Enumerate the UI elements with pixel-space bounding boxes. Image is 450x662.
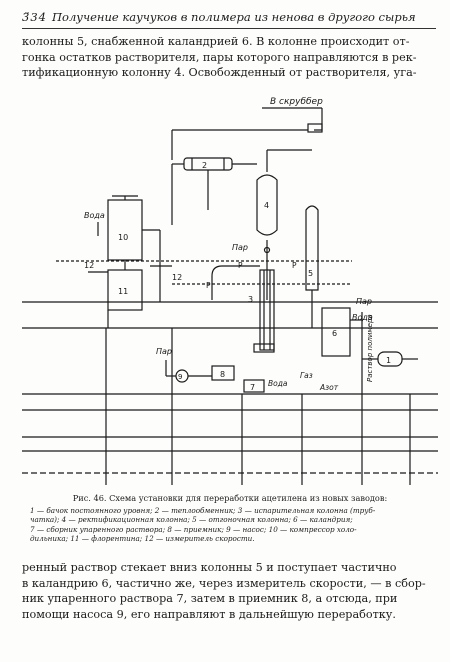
running-header: 3̈34 Получение каучуков в полимера из не… xyxy=(22,10,436,26)
calandria-6: 6 Пар Вода xyxy=(321,297,373,394)
svg-text:8: 8 xyxy=(220,370,225,379)
paragraph-top: колонны 5, снабженной каландрией 6. В ко… xyxy=(22,34,436,81)
text-line: ренный раствор стекает вниз колонны 5 и … xyxy=(22,561,397,574)
inlets-right: Вода Газ Азот Раствор полимера xyxy=(268,314,374,392)
paragraph-bottom: ренный раствор стекает вниз колонны 5 и … xyxy=(22,560,436,622)
text-line: в каландрию 6, частично же, через измери… xyxy=(22,576,426,590)
nitrogen-label: Азот xyxy=(319,383,339,392)
receivers: 8 7 9 Пар xyxy=(156,347,265,393)
svg-text:10: 10 xyxy=(118,233,128,242)
text-line: гонка остатков растворителя, пары которо… xyxy=(22,50,417,64)
solution-label: Раствор полимера xyxy=(366,314,374,382)
process-flow-diagram: В скруббер 2 xyxy=(22,90,438,490)
svg-text:4: 4 xyxy=(264,201,269,210)
text-line: помощи насоса 9, его направляют в дальне… xyxy=(22,607,396,621)
water-label-1: Вода xyxy=(84,211,105,220)
caption-line: 7 — сборник упаренного раствора; 8 — при… xyxy=(30,524,357,534)
steam-label-3: Пар xyxy=(156,347,172,356)
stripping-column-5: 5 Р xyxy=(292,205,319,328)
text-line: ник упаренного раствора 7, затем в прием… xyxy=(22,592,398,605)
vertical-drops xyxy=(105,328,411,485)
to-scrubber-label: В скруббер xyxy=(270,97,323,107)
svg-text:Р: Р xyxy=(238,261,243,270)
scrubber-line: В скруббер xyxy=(171,97,323,160)
svg-text:7: 7 xyxy=(250,383,255,392)
caption-line: дильника; 11 — флорентина; 12 — измерите… xyxy=(30,534,255,543)
rectification-column-4: 4 xyxy=(256,149,312,300)
evaporator-column-3: 3 Р Р Пар xyxy=(206,243,275,353)
caption-line: чатка); 4 — ректификационная колонна; 5 … xyxy=(30,515,353,524)
svg-text:Р: Р xyxy=(206,281,211,290)
steam-label-2: Пар xyxy=(356,297,372,306)
svg-text:12: 12 xyxy=(172,273,182,282)
level-tank-1: 1 xyxy=(362,351,418,367)
svg-text:1: 1 xyxy=(386,356,391,365)
water-label-2: Вода xyxy=(352,313,373,322)
svg-text:9: 9 xyxy=(178,373,182,381)
svg-text:6: 6 xyxy=(332,329,337,338)
svg-text:5: 5 xyxy=(308,269,313,278)
text-line: колонны 5, снабженной каландрией 6. В ко… xyxy=(22,35,410,48)
gas-label: Газ xyxy=(300,371,313,380)
svg-text:2: 2 xyxy=(202,161,207,170)
water-label-3: Вода xyxy=(268,379,288,388)
svg-text:12: 12 xyxy=(84,261,94,270)
caption-line: 1 — бачок постоянного уровня; 2 — теплоо… xyxy=(30,505,376,515)
main-pipelines xyxy=(22,260,438,474)
left-tanks: Вода 10 11 12 12 xyxy=(84,195,182,328)
steam-label-1: Пар xyxy=(232,243,248,252)
text-line: тификационную колонну 4. Освобожденный о… xyxy=(22,66,417,79)
svg-text:11: 11 xyxy=(118,287,128,296)
svg-text:3: 3 xyxy=(248,295,253,304)
running-title: Получение каучуков в полимера из ненова … xyxy=(52,10,416,24)
page-number: 3̈34 xyxy=(22,10,47,24)
caption-title: Рис. 46. Схема установки для переработки… xyxy=(72,493,388,503)
figure-caption: Рис. 46. Схема установки для переработки… xyxy=(30,493,430,544)
header-rule xyxy=(22,28,436,29)
heat-exchanger-2: 2 xyxy=(171,157,257,225)
svg-text:Р: Р xyxy=(292,261,297,270)
